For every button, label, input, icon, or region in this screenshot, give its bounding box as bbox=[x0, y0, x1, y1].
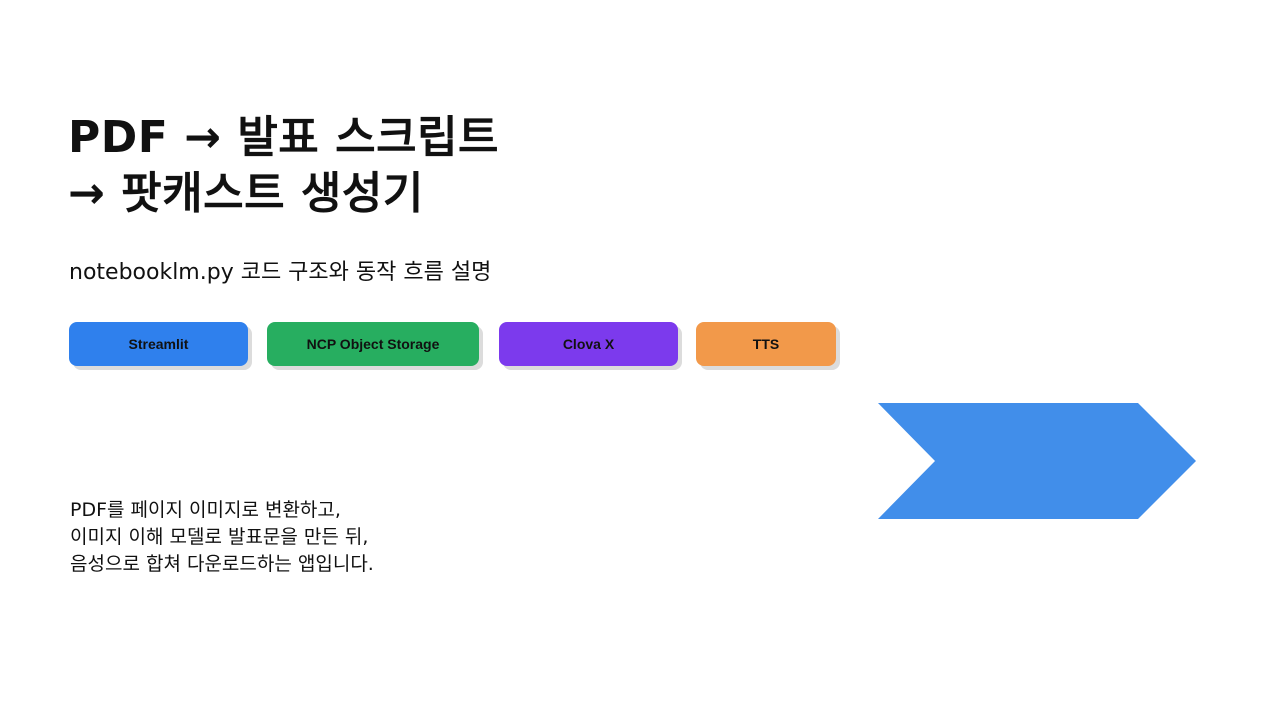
tag-tts: TTS bbox=[696, 322, 836, 366]
tag-label: NCP Object Storage bbox=[306, 336, 440, 352]
description-line-2: 이미지 이해 모델로 발표문을 만든 뒤, bbox=[70, 526, 369, 548]
tag-label: TTS bbox=[752, 336, 780, 352]
description-line-1: PDF를 페이지 이미지로 변환하고, bbox=[70, 499, 341, 521]
slide-subtitle: notebooklm.py 코드 구조와 동작 흐름 설명 bbox=[69, 260, 492, 285]
chevron-arrow-icon bbox=[878, 403, 1196, 519]
chevron-arrow-shape bbox=[878, 403, 1196, 519]
tag-clova-x: Clova X bbox=[499, 322, 678, 366]
tag-ncp-object-storage: NCP Object Storage bbox=[267, 322, 479, 366]
slide-title-line-1: PDF → 발표 스크립트 bbox=[68, 112, 500, 163]
description-line-3: 음성으로 합쳐 다운로드하는 앱입니다. bbox=[70, 553, 374, 575]
slide-title-line-2: → 팟캐스트 생성기 bbox=[68, 168, 424, 219]
tag-label: Streamlit bbox=[128, 336, 189, 352]
slide-title: PDF → 발표 스크립트 → 팟캐스트 생성기 bbox=[68, 110, 499, 222]
tag-label: Clova X bbox=[562, 336, 615, 352]
slide-description: PDF를 페이지 이미지로 변환하고, 이미지 이해 모델로 발표문을 만든 뒤… bbox=[70, 497, 374, 578]
tag-streamlit: Streamlit bbox=[69, 322, 248, 366]
